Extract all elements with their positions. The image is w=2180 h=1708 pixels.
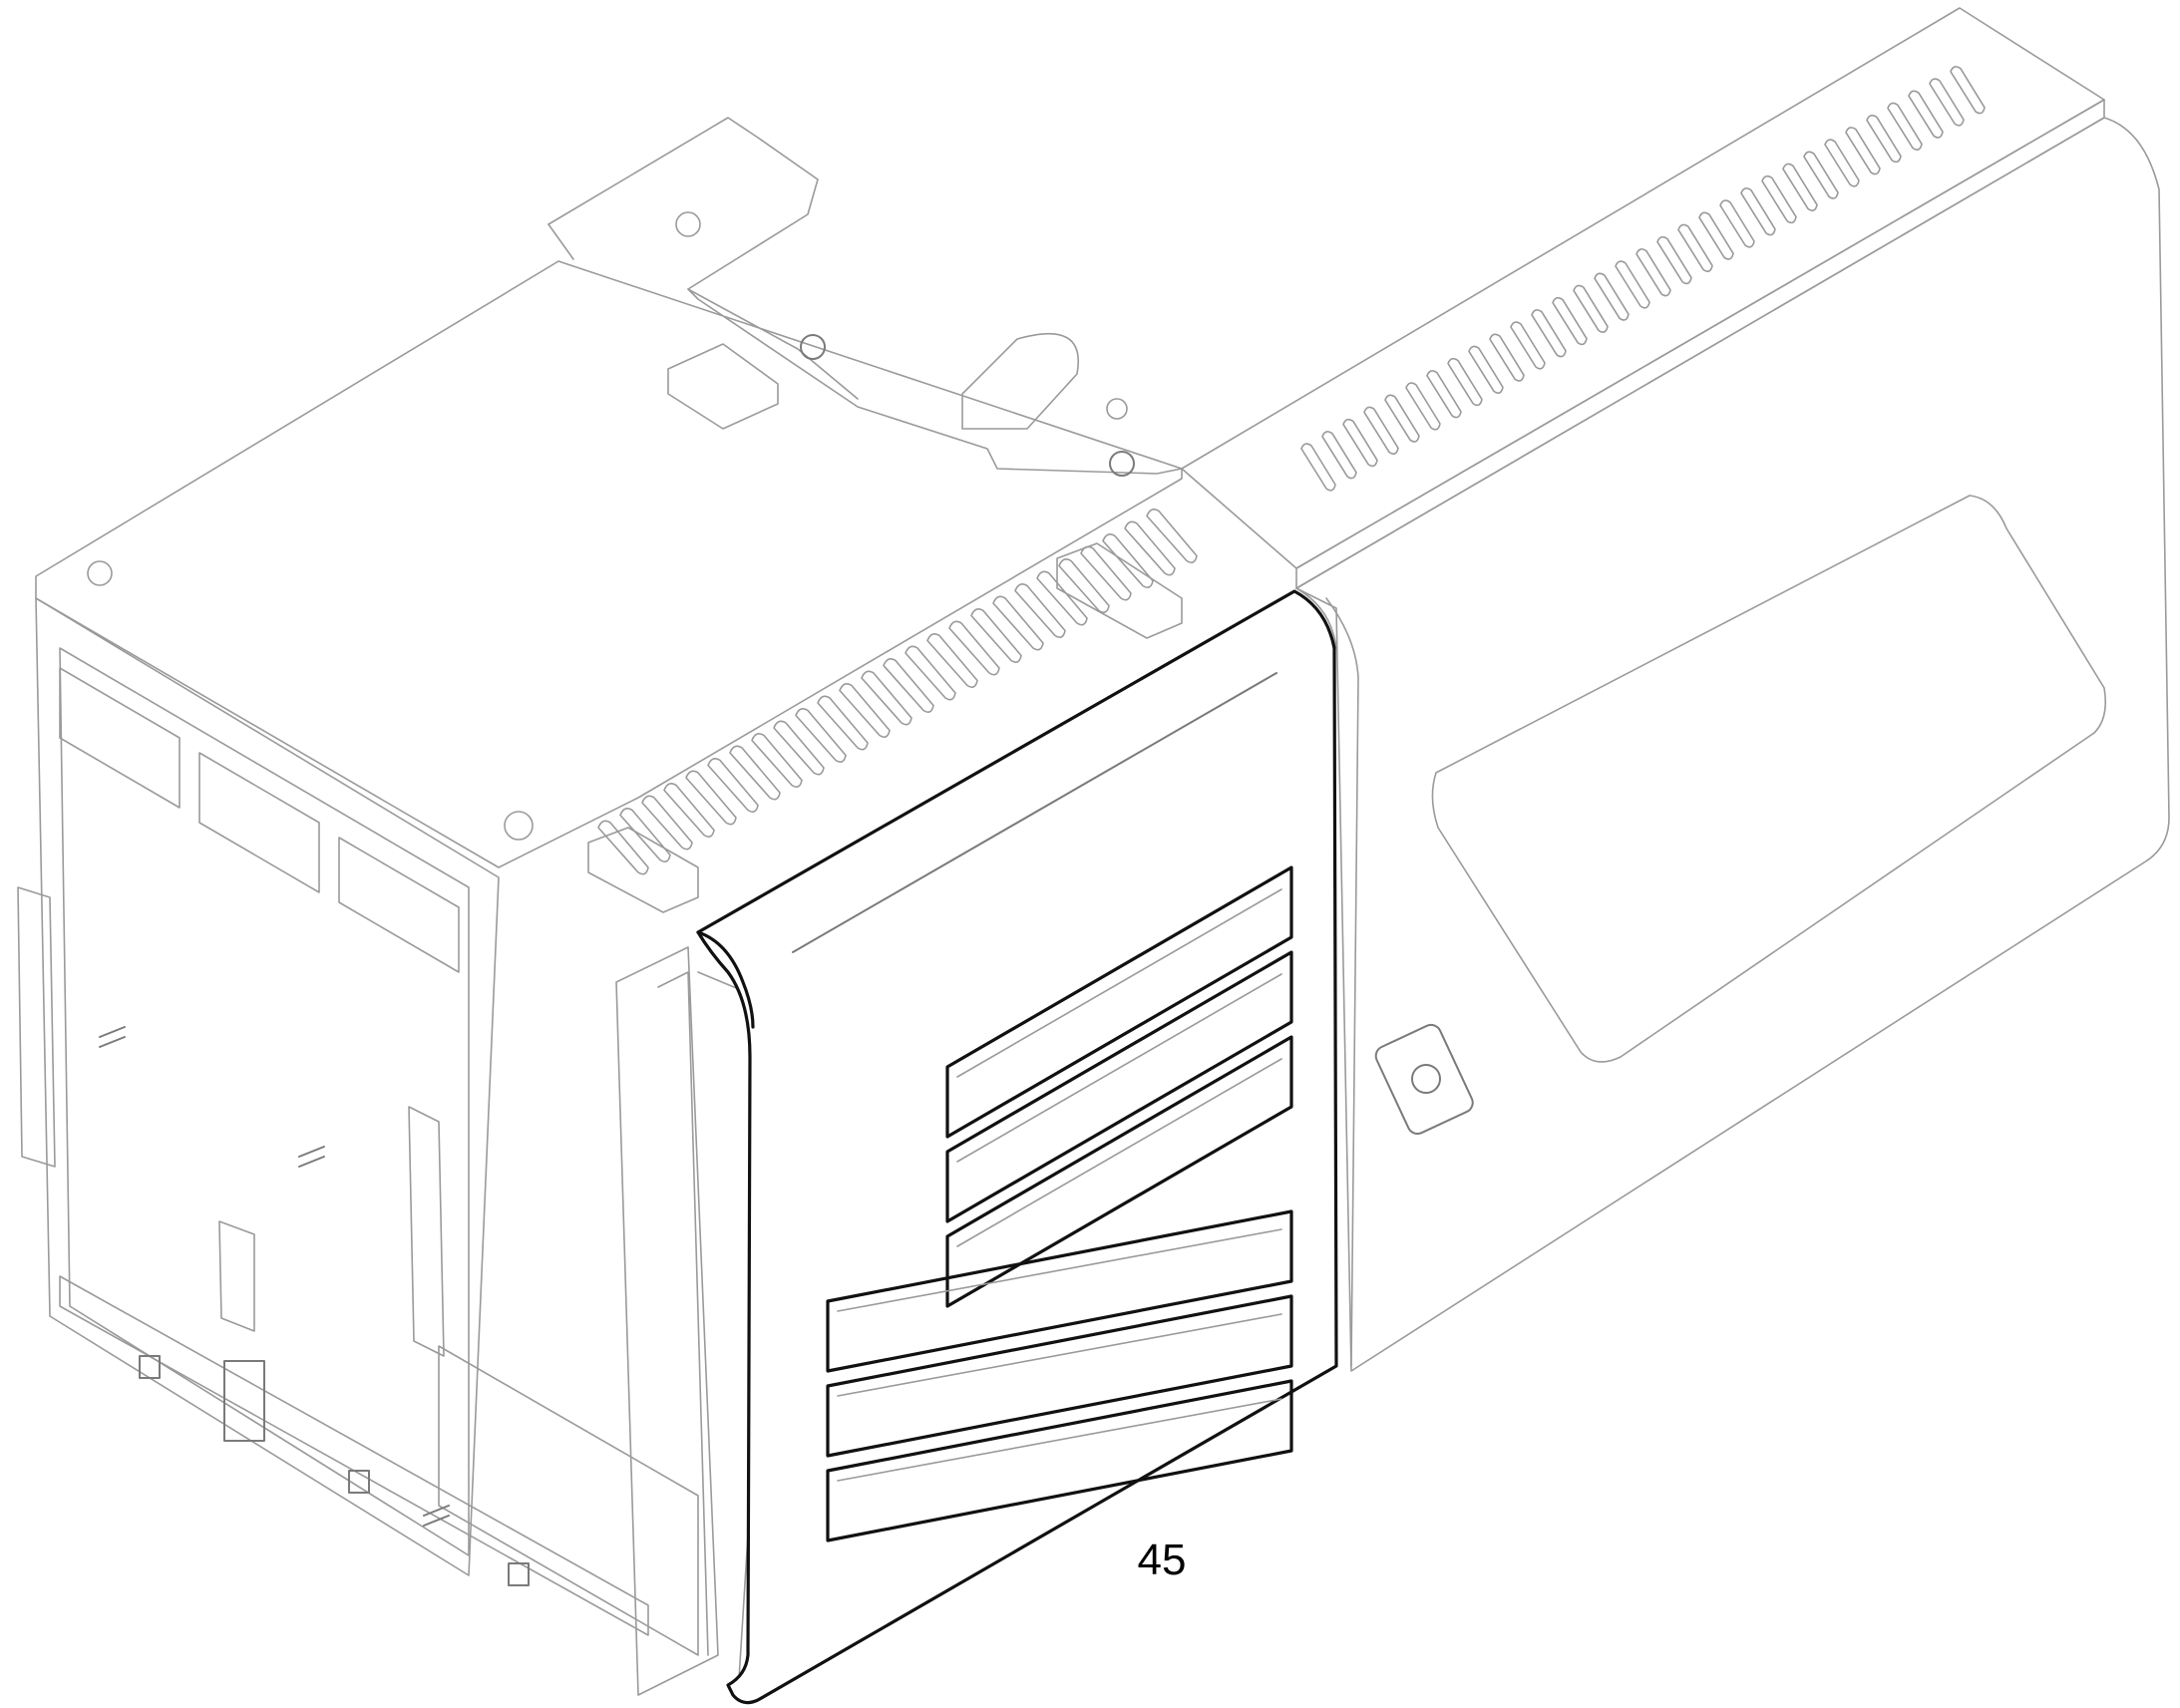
louver-slot — [945, 1035, 1293, 1308]
louver-slot — [826, 1294, 1293, 1458]
louver-slot — [826, 1379, 1293, 1542]
louver-slot — [826, 1209, 1293, 1373]
cover-louvers — [826, 865, 1293, 1542]
top-mechanism — [547, 66, 1986, 1696]
louver-slot — [945, 865, 1293, 1139]
part-45-front-cover — [696, 589, 1338, 1705]
part-number-callout: 45 — [1137, 1536, 1187, 1584]
cover-panel-outline — [696, 589, 1338, 1705]
left-housing — [17, 260, 1183, 1696]
louver-slot — [945, 950, 1293, 1223]
right-housing — [1181, 7, 2170, 1372]
